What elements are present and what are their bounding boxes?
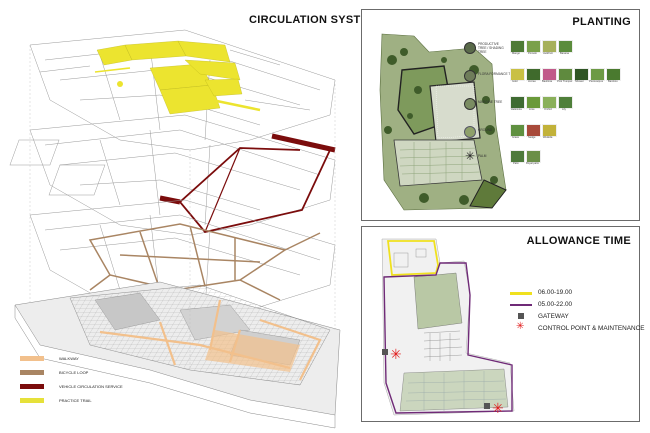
allowance-panel: ALLOWANCE TIME ✳ ✳ 06.00-19.00 05.00-2	[361, 226, 645, 422]
legend-label-gateway: GATEWAY	[538, 313, 569, 320]
thumb-caption: Heliconia	[511, 108, 522, 111]
thumb-caption: Sedge	[528, 136, 536, 139]
thumb-bamboo	[606, 68, 621, 81]
planting-label-productive-tree: PRODUCTIVE TREE / SHADING TREE	[478, 42, 504, 54]
thumb-caption: Jackfruit	[543, 52, 553, 55]
legend-swatch-walkway	[20, 356, 44, 361]
gateway-icon	[518, 313, 524, 319]
legend-label-day-hours: 06.00-19.00	[538, 289, 573, 296]
legend-label-control-point: CONTROL POINT & MAINTENANCE	[538, 325, 645, 332]
thumb-caption: Palm	[513, 162, 519, 165]
practice-trail-fields	[94, 40, 261, 115]
allowance-site-plan: ✳ ✳	[381, 238, 515, 417]
legend-label-extended-hours: 05.00-22.00	[538, 301, 573, 308]
planting-row-palm: ✳ PALM Palm Royal palm	[464, 150, 638, 174]
thumb-mango	[510, 40, 525, 53]
thumb-wedelia	[542, 124, 557, 137]
svg-text:✳: ✳	[390, 347, 402, 363]
planting-row-ground: GROUND Grass Sedge Wedelia	[464, 124, 638, 148]
legend-label-bicycle-loop: BICYCLE LOOP	[59, 370, 89, 375]
legend-line-day	[510, 292, 532, 295]
thumb-heliconia	[510, 96, 525, 109]
thumb-lime	[526, 96, 541, 109]
svg-text:✳: ✳	[492, 401, 504, 417]
vehicle-circulation-route	[159, 133, 336, 233]
thumb-jackfruit	[542, 40, 557, 53]
thumb-caption: Pink Trumpet	[557, 80, 573, 83]
thumb-pomelo	[526, 40, 541, 53]
thumb-caption: Pterocarpus	[589, 80, 603, 83]
ground-icon	[464, 126, 476, 138]
thumb-caption: Lily	[562, 108, 566, 111]
planting-category-list: PRODUCTIVE TREE / SHADING TREE Mango Pom…	[464, 40, 638, 220]
thumb-caption: Bamboo	[608, 80, 618, 83]
planting-title: PLANTING	[572, 16, 631, 28]
margine-tree-icon	[464, 98, 476, 110]
thumb-shower	[574, 68, 589, 81]
thumb-grass	[510, 124, 525, 137]
thumb-gold	[510, 68, 525, 81]
allowance-title: ALLOWANCE TIME	[526, 235, 631, 247]
thumb-caption: Royal palm	[526, 162, 539, 165]
circulation-legend: WALKWAY BICYCLE LOOP VEHICLE CIRCULATION…	[20, 356, 150, 408]
thumb-banana	[558, 40, 573, 53]
thumb-caption: Grass	[512, 136, 519, 139]
circulation-exploded-axonometric	[9, 29, 341, 429]
legend-label-practice-trail: PRACTICE TRAIL	[59, 398, 92, 403]
legend-swatch-bicycle-loop	[20, 370, 44, 375]
thumb-royal-palm	[526, 150, 541, 163]
thumb-pink-trumpet	[558, 68, 573, 81]
thumb-caption: Gold	[512, 80, 518, 83]
planting-row-productive-tree: PRODUCTIVE TREE / SHADING TREE Mango Pom…	[464, 40, 638, 64]
legend-line-extended	[510, 304, 532, 306]
thumb-caption: Banana	[560, 52, 569, 55]
thumb-palm	[510, 150, 525, 163]
legend-swatch-practice-trail	[20, 398, 44, 403]
thumb-lily	[558, 96, 573, 109]
thumb-pterocarpus	[590, 68, 605, 81]
control-point-icon: ✳	[516, 321, 525, 332]
thumb-orchid	[542, 96, 557, 109]
thumb-caption: Mango	[512, 52, 520, 55]
thumb-caption: Shower	[575, 80, 584, 83]
flora-tree-icon	[464, 70, 476, 82]
thumb-caption: Bauhinia	[542, 80, 553, 83]
palm-icon: ✳	[464, 149, 476, 163]
planting-label-ground: GROUND	[478, 128, 493, 132]
thumb-sedge	[526, 124, 541, 137]
planting-label-margine-tree: MARGINE TREE	[478, 100, 503, 104]
thumb-caption: Hi-tree	[528, 80, 536, 83]
thumb-caption: Pomelo	[528, 52, 537, 55]
thumb-caption: Lime	[529, 108, 535, 111]
productive-tree-icon	[464, 42, 476, 54]
legend-swatch-vehicle-circulation	[20, 384, 44, 389]
legend-label-vehicle-circulation: VEHICLE CIRCULATION SERVICE	[59, 384, 123, 389]
thumb-bauhinia	[542, 68, 557, 81]
planting-label-flora-tree: FLORA FORMANCE TREE	[478, 72, 517, 76]
layer-vehicle-circulation	[9, 114, 336, 236]
circulation-title: CIRCULATION SYSTEM	[249, 14, 378, 26]
thumb-caption: Wedelia	[543, 136, 553, 139]
thumb-hi-tree	[526, 68, 541, 81]
planting-row-margine-tree: MARGINE TREE Heliconia Lime Orchid Lily	[464, 96, 638, 120]
legend-label-walkway: WALKWAY	[59, 356, 79, 361]
thumb-caption: Orchid	[544, 108, 552, 111]
planting-row-flora-tree: FLORA FORMANCE TREE Gold Hi-tree Bauhini…	[464, 68, 638, 92]
planting-label-palm: PALM	[478, 154, 487, 158]
allowance-legend: 06.00-19.00 05.00-22.00 GATEWAY ✳ CONTRO…	[510, 287, 645, 343]
planting-panel: PLANTING PRODUCTIVE TREE / SHADING TREE …	[361, 9, 640, 221]
